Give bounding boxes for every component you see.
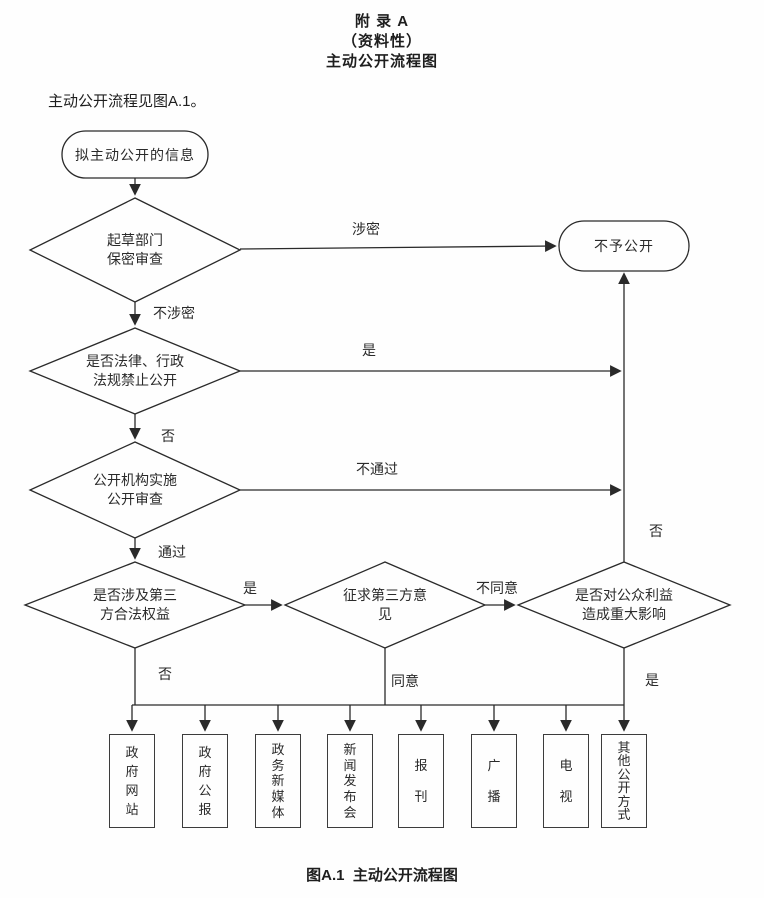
edge-label-no-impact: 否 <box>649 523 663 539</box>
edge-label-not-passed: 不通过 <box>356 461 398 477</box>
intro-text: 主动公开流程见图A.1。 <box>48 93 206 110</box>
node-start: 拟主动公开的信息 <box>75 146 195 163</box>
edge-label-yes-law: 是 <box>362 342 376 358</box>
node-disclosure-review: 公开机构实施 公开审查 <box>93 472 177 507</box>
title-block: 附 录 A （资料性） 主动公开流程图 <box>0 12 764 72</box>
output-box-tv: 电视 <box>543 734 589 828</box>
edge-label-yes-third-party: 是 <box>243 580 257 596</box>
output-box-newspaper: 报刊 <box>398 734 444 828</box>
appendix-subtitle: （资料性） <box>341 33 422 50</box>
appendix-heading: 主动公开流程图 <box>325 53 438 70</box>
node-third-party-rights: 是否涉及第三 方合法权益 <box>93 587 177 622</box>
node-law-prohibition: 是否法律、行政 法规禁止公开 <box>86 353 184 388</box>
output-box-new-media: 政务新媒体 <box>255 734 301 828</box>
edge-label-agree: 同意 <box>391 673 419 689</box>
reject-shape <box>558 220 690 272</box>
node-no-disclosure: 不予公开 <box>594 238 654 254</box>
edge-label-classified: 涉密 <box>352 221 380 237</box>
edge-label-no-third-party: 否 <box>158 666 172 682</box>
output-box-gov-website: 政府网站 <box>109 734 155 828</box>
edge-label-not-classified: 不涉密 <box>153 305 195 321</box>
output-box-other-methods: 其他公开方式 <box>601 734 647 828</box>
edge-label-yes-impact: 是 <box>645 672 659 688</box>
edge-label-passed: 通过 <box>158 544 186 560</box>
edge-label-disagree: 不同意 <box>476 580 518 596</box>
output-box-press-conference: 新闻发布会 <box>327 734 373 828</box>
output-box-radio: 广播 <box>471 734 517 828</box>
edge-label-no-law: 否 <box>161 428 175 444</box>
figure-caption: 图A.1 主动公开流程图 <box>306 867 458 884</box>
node-public-interest-impact: 是否对公众利益 造成重大影响 <box>575 587 673 622</box>
output-box-gov-gazette: 政府公报 <box>182 734 228 828</box>
appendix-title: 附 录 A <box>354 13 410 30</box>
edge-d1-reject <box>239 240 557 252</box>
node-secrecy-review: 起草部门 保密审查 <box>107 232 163 267</box>
node-seek-third-party-opinion: 征求第三方意 见 <box>343 587 427 622</box>
